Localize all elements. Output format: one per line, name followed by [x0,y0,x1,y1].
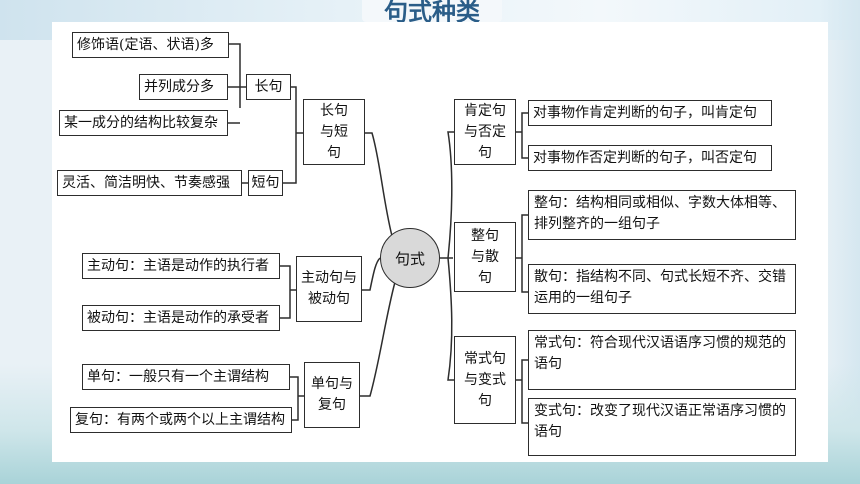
negative-box: 对事物作否定判断的句子，叫否定句 [528,145,772,171]
page-title: 句式种类 [384,0,480,22]
regular-sentence-box: 整句：结构相同或相似、字数大体相等、排列整齐的一组句子 [528,190,796,240]
loose-sentence-box: 散句：指结构不同、句式长短不齐、交错运用的一组句子 [528,264,796,314]
complex-sentence-box: 复句：有两个或两个以上主谓结构 [70,407,292,433]
passive-sentence-box: 被动句：主语是动作的承受者 [82,305,280,331]
long-sentence-node: 长句 [246,74,291,100]
normal-order-box: 常式句：符合现代汉语语序习惯的规范的语句 [528,330,796,390]
long-sentence-item-3: 某一成分的结构比较复杂 [59,110,228,136]
regular-loose-group: 整句与散句 [454,222,516,292]
long-short-group: 长句与短句 [303,99,365,165]
long-sentence-item-2: 并列成分多 [139,74,228,100]
short-sentence-item-1: 灵活、简洁明快、节奏感强 [57,170,242,196]
affirmative-box: 对事物作肯定判断的句子，叫肯定句 [528,100,772,126]
active-passive-group: 主动句与被动句 [296,256,362,322]
root-node: 句式 [380,228,440,288]
simple-sentence-box: 单句：一般只有一个主谓结构 [82,364,290,390]
active-sentence-box: 主动句：主语是动作的执行者 [82,253,280,279]
simple-complex-group: 单句与复句 [304,362,360,428]
normal-inverted-group: 常式句与变式句 [454,336,516,424]
page-title-tab: 句式种类 [362,0,502,22]
long-sentence-item-1: 修饰语(定语、状语)多 [72,32,229,58]
short-sentence-node: 短句 [248,170,283,196]
affirm-negate-group: 肯定句与否定句 [454,99,516,165]
inverted-order-box: 变式句：改变了现代汉语正常语序习惯的语句 [528,398,796,456]
